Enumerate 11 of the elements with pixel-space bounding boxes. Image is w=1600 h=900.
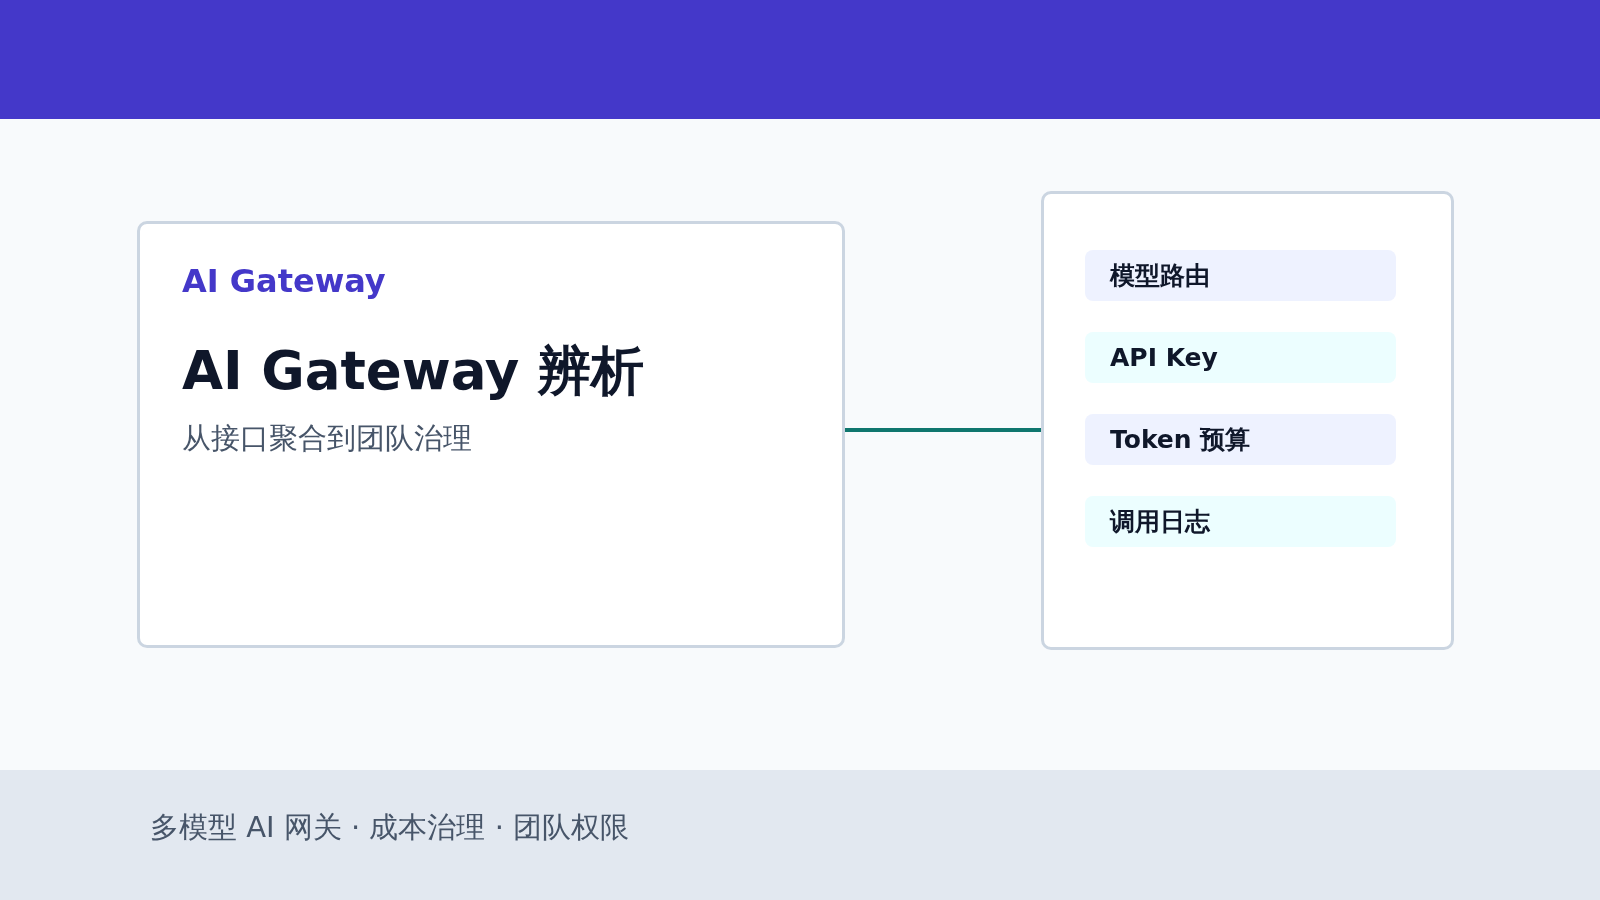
feature-panel: [1041, 191, 1454, 650]
feature-tag: 模型路由: [1085, 250, 1396, 301]
kicker-text: AI Gateway: [182, 262, 386, 300]
title-text: AI Gateway 辨析: [182, 339, 644, 403]
feature-tag: Token 预算: [1085, 414, 1396, 465]
connector-line: [845, 428, 1041, 432]
subtitle-text: 从接口聚合到团队治理: [182, 420, 472, 457]
tagline-text: 多模型 AI 网关 · 成本治理 · 团队权限: [150, 809, 630, 846]
title-card: [137, 221, 845, 648]
feature-tag: API Key: [1085, 332, 1396, 383]
feature-tag: 调用日志: [1085, 496, 1396, 547]
